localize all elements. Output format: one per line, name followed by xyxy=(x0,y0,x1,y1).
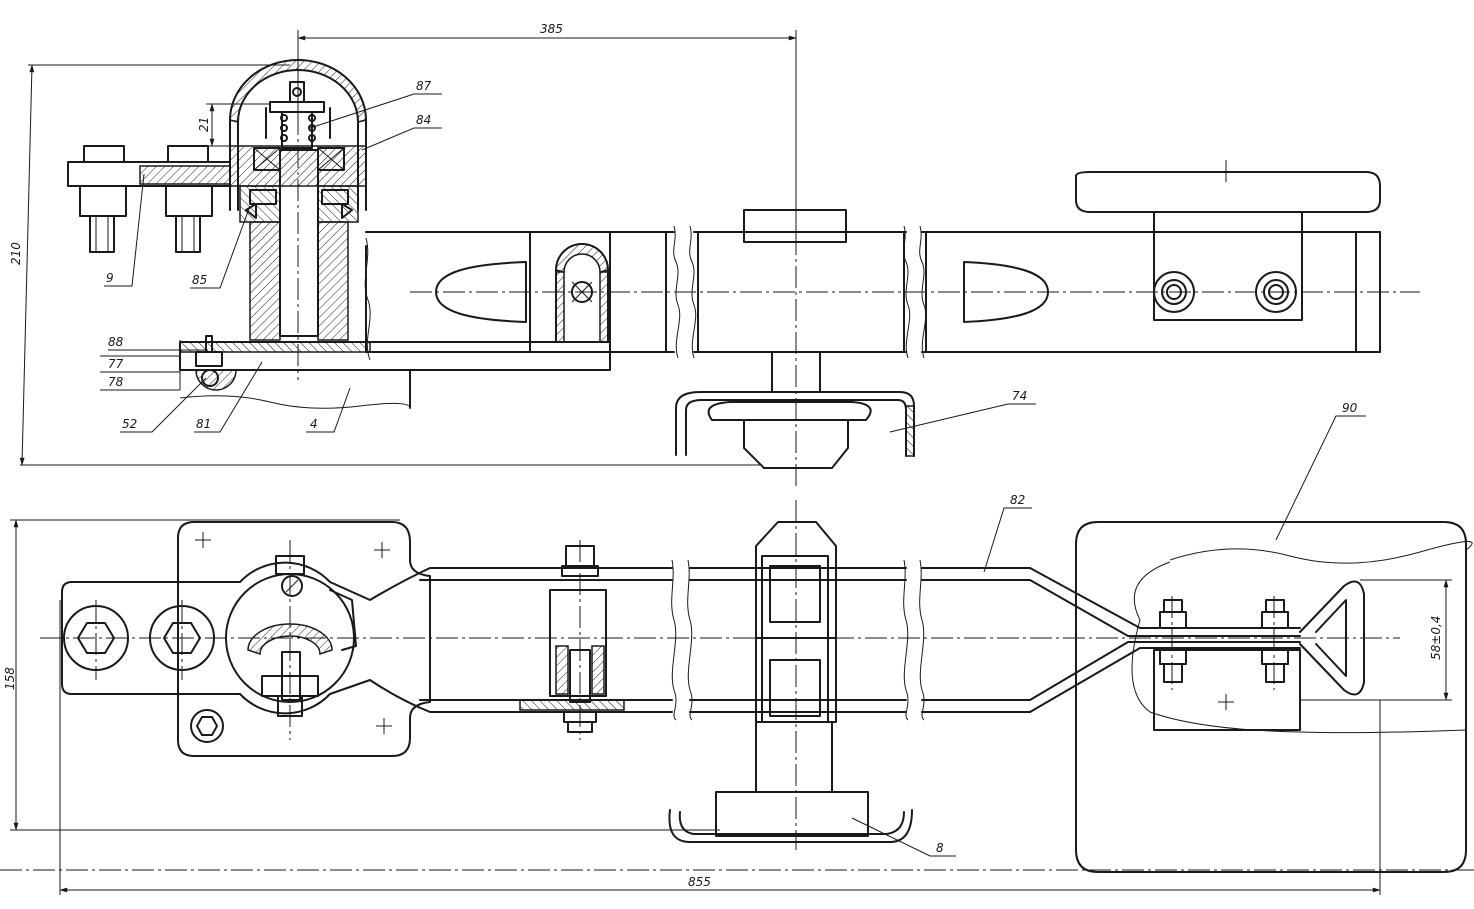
dim-210-text: 210 xyxy=(9,242,23,265)
callout-84: 84 xyxy=(416,113,431,127)
dimension-855: 855 xyxy=(59,600,1381,895)
callout-9: 9 xyxy=(106,271,114,285)
callout-74: 74 xyxy=(1012,389,1027,403)
spring-assembly xyxy=(265,81,331,149)
center-handle-8 xyxy=(668,521,913,843)
callout-90: 90 xyxy=(1342,401,1358,415)
dim-58-text: 58±0,4 xyxy=(1429,616,1443,660)
dim-855-text: 855 xyxy=(688,875,711,889)
dim-21-text: 21 xyxy=(197,117,211,132)
callout-labels: 87 84 9 85 88 77 78 52 81 4 74 90 82 8 xyxy=(106,79,1358,855)
lower-handle-74 xyxy=(675,391,915,469)
middle-clamp xyxy=(519,545,625,733)
callout-78: 78 xyxy=(108,375,124,389)
callout-leaders xyxy=(100,93,1366,857)
dome-cap xyxy=(229,59,367,211)
dimension-158: 158 xyxy=(3,519,720,831)
column xyxy=(249,221,349,341)
dim-385-text: 385 xyxy=(540,22,563,36)
callout-77: 77 xyxy=(108,357,124,371)
dimension-210: 210 xyxy=(9,64,760,466)
beam-front xyxy=(364,209,1381,393)
mounting-plate xyxy=(177,521,431,757)
callout-87: 87 xyxy=(416,79,432,93)
callout-8: 8 xyxy=(936,841,944,855)
plan-view: 158 855 58±0,4 xyxy=(0,500,1474,895)
dimension-385: 385 xyxy=(297,22,797,250)
dim-158-text: 158 xyxy=(3,667,17,690)
callout-4: 4 xyxy=(310,417,318,431)
dimension-58: 58±0,4 xyxy=(1300,579,1452,701)
callout-52: 52 xyxy=(122,417,137,431)
arm-bar xyxy=(67,145,231,253)
beam-plan xyxy=(671,559,1365,731)
base-plate xyxy=(179,335,611,409)
right-handle xyxy=(1075,171,1381,321)
callout-81: 81 xyxy=(196,417,211,431)
front-section-view: 385 210 21 xyxy=(9,22,1420,490)
callout-85: 85 xyxy=(192,273,207,287)
base-plate-90 xyxy=(1075,521,1473,873)
callout-82: 82 xyxy=(1010,493,1025,507)
callout-88: 88 xyxy=(108,335,124,349)
